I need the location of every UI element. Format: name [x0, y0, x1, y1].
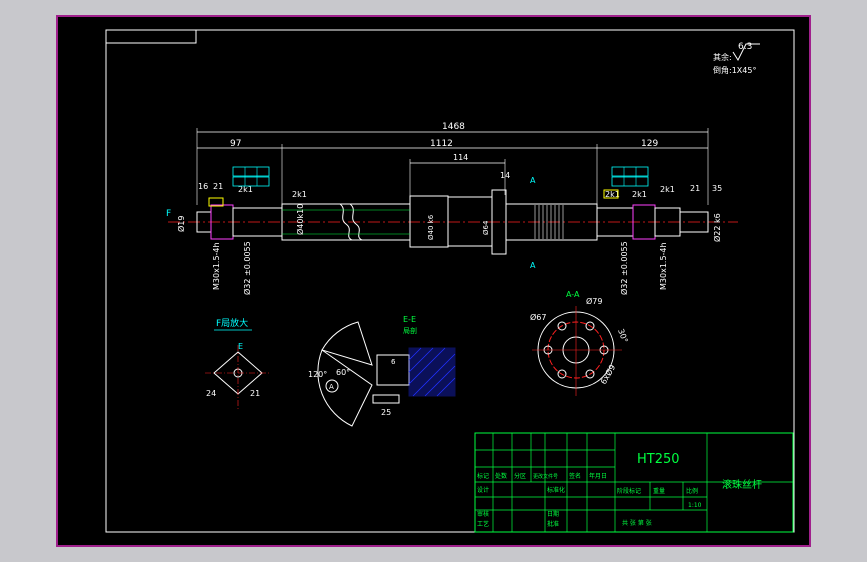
ee-a-mark: A	[329, 383, 334, 391]
inner-border	[105, 29, 795, 533]
tb-sheets: 共 张 第 张	[622, 519, 652, 527]
dim-21-left: 21	[213, 182, 223, 191]
tb-row1-4: 签名	[569, 472, 581, 480]
tb-date: 日期	[547, 510, 559, 518]
ee-body	[376, 354, 410, 386]
dim-middle: 1112	[430, 139, 453, 149]
enlarge-dim-21: 21	[250, 389, 260, 398]
dim-phi-mid: Ø40 k6	[427, 214, 435, 240]
tb-row1-2: 分区	[514, 472, 526, 480]
dim-thread-left: M30x1.5-4h	[212, 242, 221, 290]
dim-2k1-a: 2k1	[238, 185, 253, 194]
aa-holes: 6xØ9	[598, 363, 617, 386]
dim-2k1-e: 2k1	[660, 185, 675, 194]
aa-d79: Ø79	[586, 296, 602, 306]
dim-phi40: Ø40k10	[295, 204, 305, 235]
highlight-right	[603, 189, 619, 199]
thread-lines	[534, 205, 564, 239]
enlarge-e-mark: E	[238, 342, 243, 351]
tb-row1-1: 处数	[495, 472, 507, 480]
dim-right-end: 129	[641, 139, 658, 149]
aa-bolt-holes	[543, 321, 609, 379]
dim-phi32-right: Ø32 ±0.0055	[619, 241, 629, 295]
ee-fan-lower	[317, 349, 373, 427]
title-block-grid	[475, 433, 793, 532]
tb-material: HT250	[637, 452, 680, 467]
tb-review: 审核	[477, 510, 489, 518]
ee-a-circle	[325, 379, 339, 393]
tb-standard: 标准化	[547, 486, 565, 494]
tb-approve: 批准	[547, 520, 559, 528]
dim-nut-pos: 114	[453, 153, 468, 162]
aa-d67: Ø67	[530, 312, 546, 322]
chamfer-note: 倒角:1X45°	[713, 65, 756, 75]
tb-weight: 重量	[653, 487, 665, 495]
tb-row1-0: 标记	[477, 472, 489, 480]
enlarge-dim-24: 24	[206, 389, 216, 398]
dim-16: 16	[198, 182, 208, 191]
section-a-top: A	[530, 176, 536, 185]
title-block	[474, 432, 794, 533]
tolerance-frame-right	[611, 166, 649, 187]
dim-thread-right: M30x1.5-4h	[659, 242, 668, 290]
dim-2k1-b: 2k1	[292, 190, 307, 199]
enlarge-title: F局放大	[216, 317, 248, 329]
break-line-right	[349, 203, 363, 241]
ee-dim-box	[372, 394, 400, 404]
tb-scale: 1:10	[688, 502, 702, 509]
ee-title: E-E	[403, 315, 416, 324]
dim-35: 35	[712, 184, 722, 193]
shaft-outline	[196, 189, 709, 255]
dim-21-right: 21	[690, 184, 700, 193]
roughness-icon	[732, 43, 760, 62]
break-line-left	[339, 203, 353, 241]
tb-designer: 设计	[477, 486, 489, 494]
dim-phi32-left: Ø32 ±0.0055	[242, 241, 252, 295]
tb-process: 工艺	[477, 520, 489, 528]
ee-hatch-lines	[408, 347, 456, 397]
highlight-left	[208, 197, 224, 207]
dim-phi22: Ø22 k6	[712, 213, 722, 242]
ee-subtitle: 局剖	[403, 326, 417, 335]
ee-dim-6: 6	[391, 358, 396, 366]
dim-2k1-c: 2k1	[605, 190, 620, 199]
dim-phi-nut: Ø64	[482, 220, 490, 235]
section-f: F	[166, 209, 171, 219]
drawing-frame	[56, 15, 811, 547]
tb-part-name: 滚珠丝杆	[722, 478, 762, 491]
dim-overall: 1468	[442, 122, 465, 132]
ee-angle-120: 120°	[308, 370, 327, 379]
tb-row1-5: 年月日	[589, 472, 607, 480]
roughness-value: 6.3	[738, 42, 752, 52]
dim-2k1-d: 2k1	[632, 190, 647, 199]
section-a-bottom: A	[530, 261, 536, 270]
aa-angle: 30°	[616, 328, 629, 344]
tb-stage: 阶段标记	[617, 487, 641, 495]
extension-lines	[196, 128, 709, 205]
tb-row1-3: 更改文件号	[533, 473, 558, 480]
dim-phi19: Ø19	[176, 216, 186, 232]
ee-fan-upper	[321, 321, 373, 366]
tolerance-frame-left	[232, 166, 270, 187]
code-box	[105, 29, 197, 44]
dim-left-end: 97	[230, 139, 241, 149]
ee-angle-60: 60°	[336, 368, 350, 377]
aa-title: A-A	[566, 290, 580, 299]
tb-scale-label: 比例	[686, 487, 698, 495]
roughness-prefix: 其余:	[713, 52, 732, 62]
ee-dim-25: 25	[381, 408, 391, 417]
